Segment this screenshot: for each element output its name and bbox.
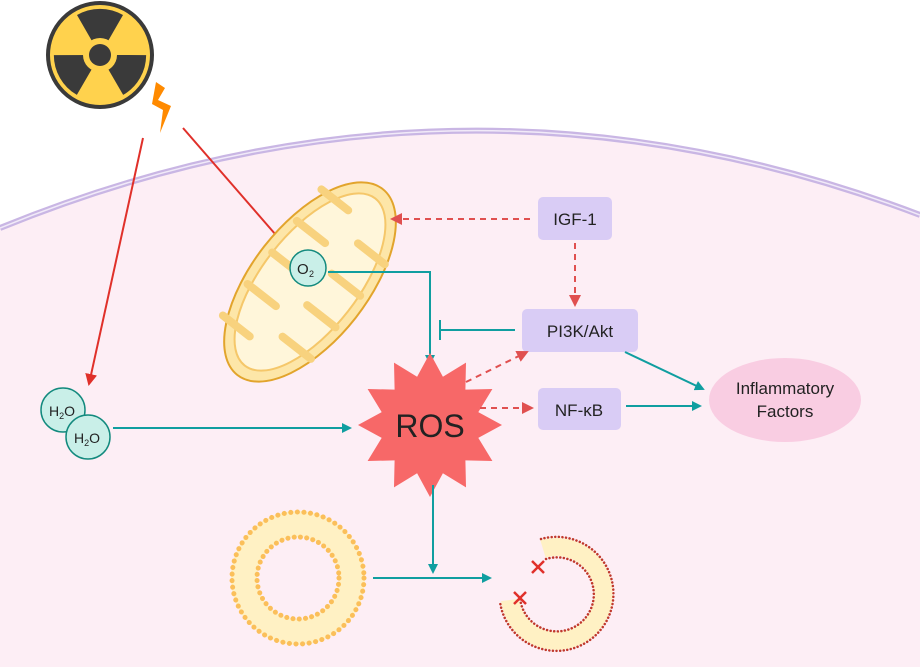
- svg-text:ROS: ROS: [395, 408, 464, 444]
- svg-text:O: O: [297, 261, 309, 278]
- pi3k-akt-box: PI3K/Akt: [522, 309, 638, 352]
- svg-text:H2O: H2O: [74, 430, 100, 448]
- svg-text:2: 2: [309, 269, 314, 279]
- inflammatory-factors: Inflammatory Factors: [709, 358, 861, 442]
- oxygen-molecule: O 2: [289, 249, 327, 287]
- damaged-liposome: [498, 535, 615, 653]
- igf1-box: IGF-1: [538, 197, 612, 240]
- ros-star: ROS: [358, 353, 502, 497]
- water-molecule: H2O: [65, 414, 111, 460]
- pi3k-to-inflammatory-arrow: [624, 351, 705, 391]
- svg-text:Factors: Factors: [757, 402, 814, 421]
- oxygen-to-ros-arrow: [328, 271, 435, 365]
- svg-text:NF-κB: NF-κB: [555, 401, 603, 420]
- pi3k-inhibits-ros-line: [439, 320, 515, 340]
- ros-to-pi3k-dashed-arrow: [465, 351, 529, 383]
- svg-text:H2O: H2O: [49, 403, 75, 421]
- damage-x-icon: [531, 560, 545, 574]
- radiation-to-mitochondria-arrow: [182, 127, 291, 252]
- radiation-to-water-arrow: [85, 137, 144, 386]
- intact-liposome: [229, 509, 367, 647]
- nfkb-box: NF-κB: [538, 388, 621, 430]
- svg-text:IGF-1: IGF-1: [553, 210, 596, 229]
- lightning-icon: [152, 82, 171, 133]
- damage-x-icon: [513, 591, 527, 605]
- svg-text:Inflammatory: Inflammatory: [736, 379, 835, 398]
- svg-text:PI3K/Akt: PI3K/Akt: [547, 322, 613, 341]
- radiation-icon: [46, 1, 154, 109]
